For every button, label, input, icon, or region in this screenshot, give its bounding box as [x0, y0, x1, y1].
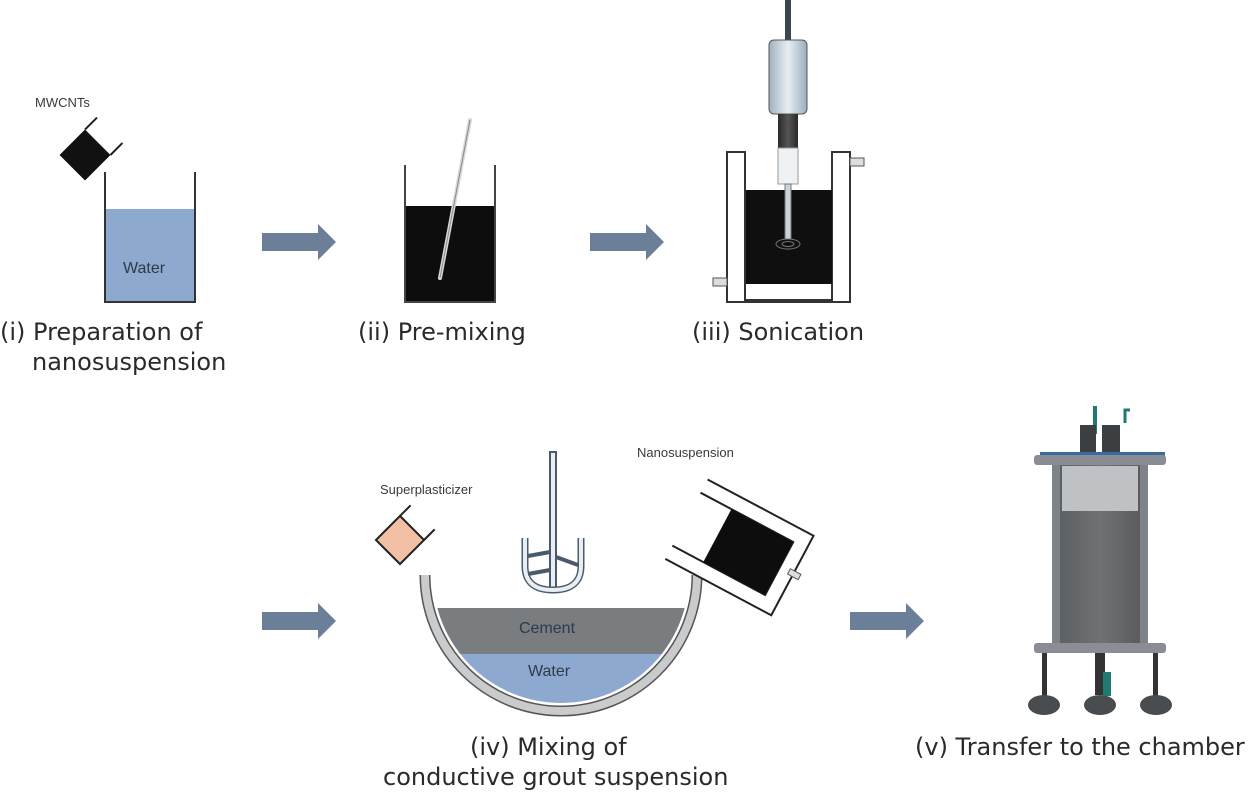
- mixing-bowl-icon: [419, 574, 703, 717]
- stirrer-icon: [521, 451, 585, 594]
- flow-arrow-icon: [850, 603, 924, 639]
- grout-chamber-icon: [1028, 406, 1172, 715]
- water-beaker-icon: [104, 172, 196, 303]
- step-v-caption: (v) Transfer to the chamber: [915, 733, 1245, 761]
- sonication-probe-icon: [768, 0, 808, 250]
- water-layer-label: Water: [528, 663, 571, 680]
- superplasticizer-container-icon: [374, 504, 436, 566]
- superplasticizer-label: Superplasticizer: [380, 482, 473, 497]
- step-iv-caption-line2: conductive grout suspension: [383, 763, 729, 791]
- nanosuspension-label: Nanosuspension: [637, 445, 734, 460]
- step-iii-caption: (iii) Sonication: [692, 318, 865, 346]
- flow-arrow-icon: [590, 224, 664, 260]
- water-label: Water: [123, 260, 166, 277]
- step-i-caption-line2: nanosuspension: [32, 348, 227, 376]
- mwcnt-container-icon: [59, 116, 124, 181]
- step-ii-caption: (ii) Pre-mixing: [358, 318, 526, 346]
- nanosuspension-beaker-icon: [664, 478, 815, 617]
- premixing-beaker-icon: [404, 118, 496, 303]
- flow-arrow-icon: [262, 224, 336, 260]
- step-iv-caption: (iv) Mixing of: [470, 733, 627, 761]
- mwcnts-label: MWCNTs: [35, 95, 90, 110]
- cement-layer-label: Cement: [519, 620, 576, 637]
- flow-arrow-icon: [262, 603, 336, 639]
- step-i-caption: (i) Preparation of: [0, 318, 203, 346]
